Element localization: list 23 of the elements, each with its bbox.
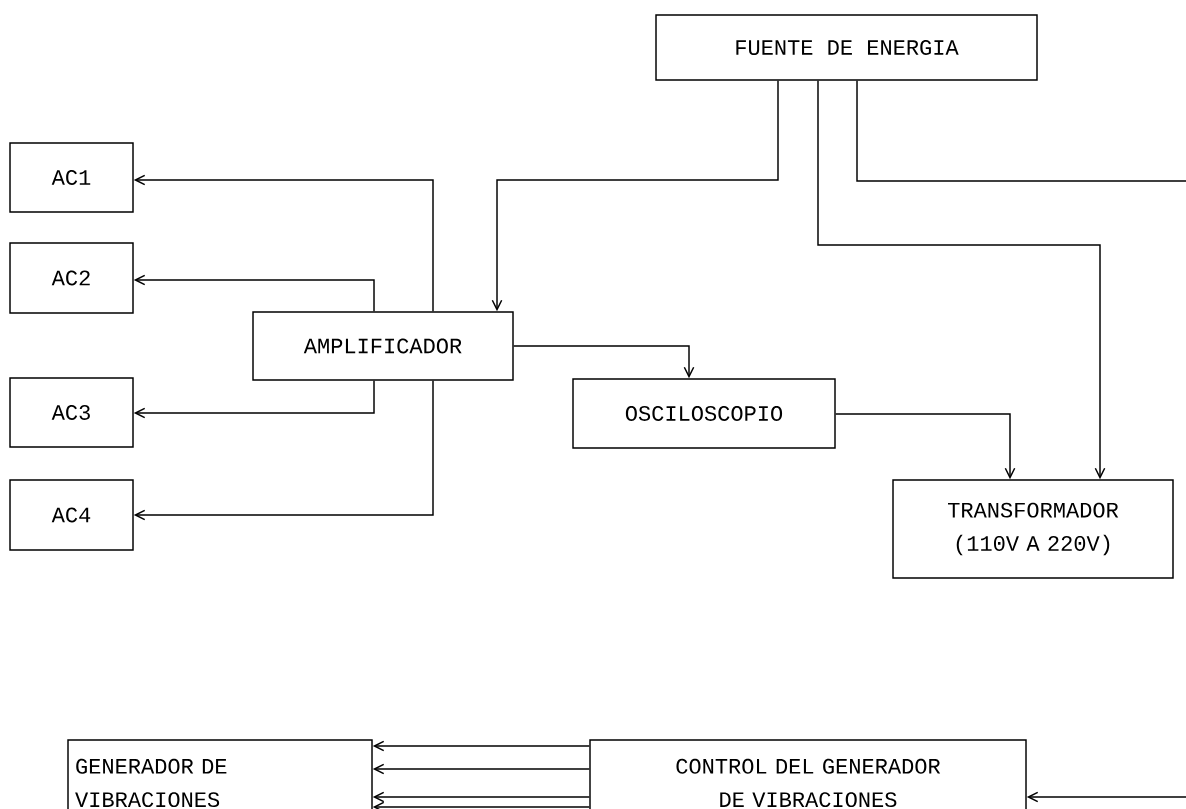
block-box: OSCILOSCOPIO xyxy=(572,378,836,449)
block-box: AC3 xyxy=(9,377,134,448)
block-box: FUENTE DE ENERGIA xyxy=(655,14,1038,81)
block-box: GENERADOR DE VIBRACIONES xyxy=(67,739,373,809)
arrow xyxy=(491,80,779,312)
block-box: AMPLIFICADOR xyxy=(252,311,514,381)
arrow xyxy=(372,740,590,752)
arrow xyxy=(817,80,1106,480)
arrow xyxy=(835,413,1016,480)
arrow xyxy=(133,380,375,419)
arrow xyxy=(372,791,590,803)
block-box: AC1 xyxy=(9,142,134,213)
block-box: AC2 xyxy=(9,242,134,314)
arrow xyxy=(133,380,434,521)
block-box: TRANSFORMADOR (110V A 220V) xyxy=(892,479,1174,579)
arrow xyxy=(513,345,695,379)
arrow xyxy=(372,801,590,809)
block-box: AC4 xyxy=(9,479,134,551)
block-box: CONTROL DEL GENERADOR DE VIBRACIONES xyxy=(589,739,1027,809)
arrow xyxy=(133,274,375,312)
arrow xyxy=(133,174,434,312)
arrow xyxy=(1026,791,1186,803)
arrow xyxy=(372,763,590,775)
